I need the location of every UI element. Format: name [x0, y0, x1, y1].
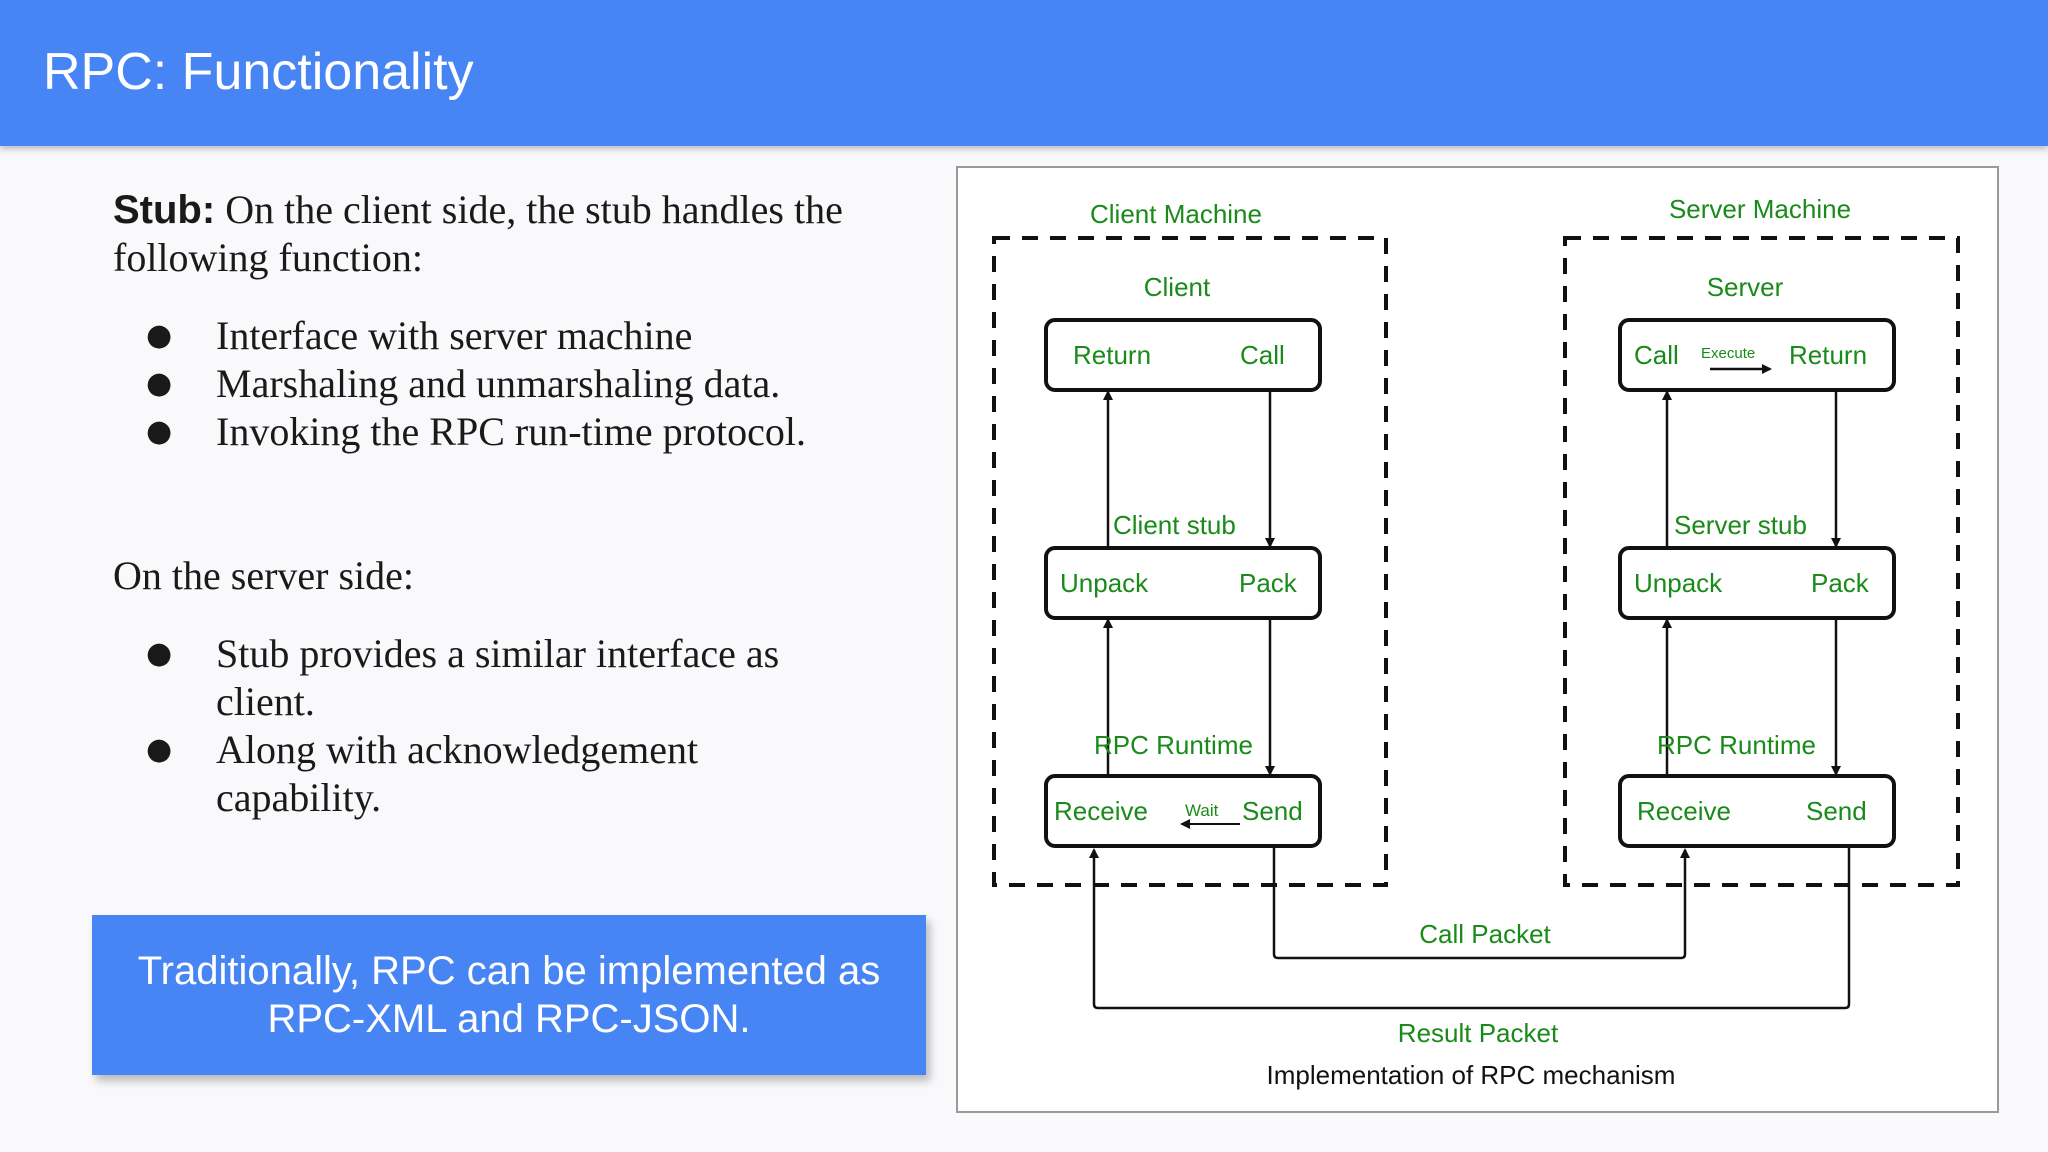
slide-title: RPC: Functionality: [43, 43, 474, 101]
list-item-text: Marshaling and unmarshaling data.: [216, 361, 781, 406]
server-unpack-label: Unpack: [1634, 568, 1723, 598]
result-packet-label: Result Packet: [1398, 1018, 1559, 1048]
bullet-icon: ●: [146, 414, 173, 449]
bullet-icon: ●: [146, 366, 173, 401]
list-item-text: Stub provides a similar interface as cli…: [216, 631, 780, 724]
diagram-caption: Implementation of RPC mechanism: [1267, 1060, 1676, 1090]
server-receive-label: Receive: [1637, 796, 1731, 826]
client-unpack-label: Unpack: [1060, 568, 1149, 598]
server-side-heading: On the server side:: [113, 553, 415, 598]
rpc-diagram-svg: Client Machine Server Machine Client Ser…: [992, 194, 1960, 1090]
result-packet-path: [1089, 846, 1851, 1010]
rpc-diagram: Client Machine Server Machine Client Ser…: [956, 166, 1999, 1113]
client-rpc-runtime-label: RPC Runtime: [1094, 730, 1253, 760]
client-return-label: Return: [1073, 340, 1151, 370]
client-label: Client: [1144, 272, 1211, 302]
list-item: ● Along with acknowledgement capability.: [113, 726, 873, 822]
server-call-label: Call: [1634, 340, 1679, 370]
server-pack-label: Pack: [1811, 568, 1870, 598]
server-stub-label: Server stub: [1674, 510, 1807, 540]
client-side-intro: Stub: On the client side, the stub handl…: [113, 186, 933, 282]
client-machine-boundary: [992, 236, 1388, 887]
server-label: Server: [1707, 272, 1784, 302]
server-send-label: Send: [1806, 796, 1867, 826]
client-call-label: Call: [1240, 340, 1285, 370]
server-execute-label: Execute: [1701, 345, 1755, 362]
call-packet-path: [1272, 846, 1690, 960]
server-rpc-runtime-label: RPC Runtime: [1657, 730, 1816, 760]
server-machine-label: Server Machine: [1669, 194, 1851, 224]
list-item-text: Along with acknowledgement capability.: [216, 727, 699, 820]
client-runtime-box: [1044, 774, 1322, 848]
client-stub-box: [1044, 546, 1322, 620]
callout-text: Traditionally, RPC can be implemented as…: [137, 949, 881, 1041]
list-item: ● Interface with server machine: [113, 312, 933, 360]
list-item-text: Interface with server machine: [216, 313, 693, 358]
client-side-intro-text: On the client side, the stub handles the…: [113, 187, 843, 280]
list-item: ● Marshaling and unmarshaling data.: [113, 360, 933, 408]
bullet-icon: ●: [146, 636, 173, 671]
client-wait-label: Wait: [1185, 801, 1219, 820]
server-stub-box: [1618, 546, 1896, 620]
client-pack-label: Pack: [1239, 568, 1298, 598]
bullet-icon: ●: [146, 732, 173, 767]
server-box: [1618, 318, 1896, 392]
callout-box: Traditionally, RPC can be implemented as…: [92, 915, 926, 1075]
list-item: ● Stub provides a similar interface as cl…: [113, 630, 873, 726]
list-item-text: Invoking the RPC run-time protocol.: [216, 409, 806, 454]
client-box: [1044, 318, 1322, 392]
client-stub-label: Client stub: [1113, 510, 1236, 540]
list-item: ● Invoking the RPC run-time protocol.: [113, 408, 933, 456]
client-receive-label: Receive: [1054, 796, 1148, 826]
slide-header: RPC: Functionality: [0, 0, 2048, 146]
server-runtime-box: [1618, 774, 1896, 848]
body-text: Stub: On the client side, the stub handl…: [113, 186, 933, 822]
server-bullet-list: ● Stub provides a similar interface as cl…: [113, 630, 873, 822]
stub-label: Stub:: [113, 188, 216, 232]
client-machine-label: Client Machine: [1090, 199, 1262, 229]
bullet-icon: ●: [146, 318, 173, 353]
server-machine-boundary: [1563, 236, 1960, 887]
server-return-label: Return: [1789, 340, 1867, 370]
client-bullet-list: ● Interface with server machine ● Marshali…: [113, 312, 933, 456]
call-packet-label: Call Packet: [1419, 919, 1551, 949]
client-send-label: Send: [1242, 796, 1303, 826]
